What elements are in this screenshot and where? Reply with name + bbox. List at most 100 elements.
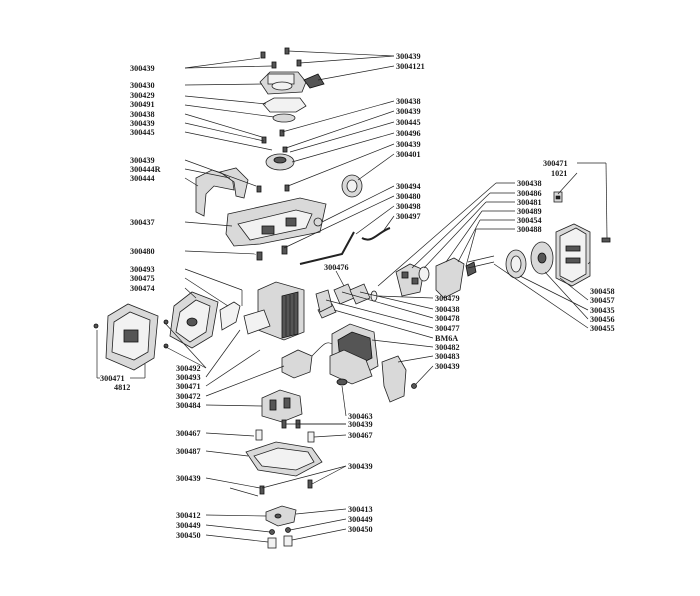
bolt	[283, 535, 293, 547]
screw	[261, 136, 267, 144]
label-l38: 300438	[435, 305, 460, 314]
air-filter-base	[435, 257, 465, 299]
label-l35: 300474	[130, 284, 155, 293]
label-l55: 300471	[100, 374, 125, 383]
label-l30: 300489	[517, 207, 542, 216]
carburetor	[395, 263, 425, 297]
screw	[307, 479, 313, 489]
label-l8: 300439	[130, 119, 155, 128]
label-l11: 300439	[396, 107, 421, 116]
bolt	[467, 261, 495, 269]
label-l54: 300484	[176, 401, 201, 410]
label-l9: 300445	[130, 128, 155, 137]
screw	[284, 184, 290, 192]
screw	[281, 245, 288, 255]
label-l45: 300458	[590, 287, 615, 296]
label-l41: BM6A	[435, 334, 458, 343]
bushing	[336, 378, 348, 386]
label-l34: 300475	[130, 274, 155, 283]
label-l39: 300478	[435, 314, 460, 323]
label-l49: 300455	[590, 324, 615, 333]
label-l63: 300439	[176, 474, 201, 483]
engine-block	[329, 323, 379, 385]
label-l46: 300457	[590, 296, 615, 305]
label-l7: 300438	[130, 110, 155, 119]
label-l64: 300412	[176, 511, 201, 520]
label-l26: 1021	[551, 169, 567, 178]
top-screws	[260, 47, 302, 69]
label-l16: 300439	[130, 156, 155, 165]
label-l57: 300463	[348, 412, 373, 421]
label-l22: 300480	[396, 192, 421, 201]
label-l67: 300449	[348, 515, 373, 524]
label-l23: 300498	[396, 202, 421, 211]
label-l14: 300439	[396, 140, 421, 149]
ignition-coil	[281, 342, 333, 379]
label-l40: 300477	[435, 324, 460, 333]
cylinder	[243, 281, 305, 341]
label-l25: 300471	[543, 159, 568, 168]
label-l37: 300479	[435, 294, 460, 303]
label-l48: 300456	[590, 315, 615, 324]
label-l18: 300444	[130, 174, 155, 183]
coupling	[341, 174, 363, 198]
fuel-line	[299, 231, 355, 265]
label-l66: 300449	[176, 521, 201, 530]
label-l13: 300496	[396, 129, 421, 138]
label-l43: 300483	[435, 352, 460, 361]
gasket	[262, 97, 307, 113]
label-l27: 300438	[517, 179, 542, 188]
label-l33: 300493	[130, 265, 155, 274]
label-l2: 300439	[396, 52, 421, 61]
label-l44: 300439	[435, 362, 460, 371]
air-cleaner-cover	[555, 223, 591, 287]
label-l61: 300487	[176, 447, 201, 456]
bottom-case	[245, 441, 323, 477]
leader-lines	[96, 50, 608, 543]
label-l53: 300472	[176, 392, 201, 401]
label-l47: 300435	[590, 306, 615, 315]
part-drawings	[93, 47, 611, 549]
label-l69: 300450	[348, 525, 373, 534]
label-l20: 300480	[130, 247, 155, 256]
screw	[256, 185, 262, 193]
fuel-line	[361, 227, 391, 241]
pin	[255, 429, 263, 441]
muffler	[169, 291, 219, 349]
label-l68: 300450	[176, 531, 201, 540]
label-l19: 300437	[130, 218, 155, 227]
screw	[259, 485, 265, 495]
label-l65: 300413	[348, 505, 373, 514]
muffler-gasket	[219, 301, 241, 331]
washer	[285, 527, 291, 533]
label-l42: 300482	[435, 343, 460, 352]
label-l62: 300439	[348, 462, 373, 471]
flywheel	[261, 389, 303, 423]
bolt	[467, 255, 495, 263]
label-l17: 300444R	[130, 165, 161, 174]
main-housing	[225, 197, 327, 247]
screw	[279, 129, 285, 137]
label-l58: 300467	[176, 429, 201, 438]
spring	[272, 113, 296, 123]
bracket-1	[333, 283, 355, 305]
grommet	[313, 217, 323, 227]
label-l59: 300439	[348, 420, 373, 429]
label-l31: 300454	[517, 216, 542, 225]
starter-cover	[259, 71, 325, 95]
screw	[93, 323, 99, 329]
base-plate	[265, 505, 297, 527]
label-l56: 4812	[114, 383, 130, 392]
screw	[256, 251, 263, 261]
screw	[282, 146, 288, 153]
label-l51: 300493	[176, 373, 201, 382]
label-l28: 300486	[517, 189, 542, 198]
screw	[411, 383, 417, 389]
label-l29: 300481	[517, 198, 542, 207]
label-l5: 300429	[130, 91, 155, 100]
label-l24: 300497	[396, 212, 421, 221]
mount-bracket	[381, 355, 407, 403]
screw	[281, 419, 287, 429]
o-ring	[418, 266, 430, 282]
